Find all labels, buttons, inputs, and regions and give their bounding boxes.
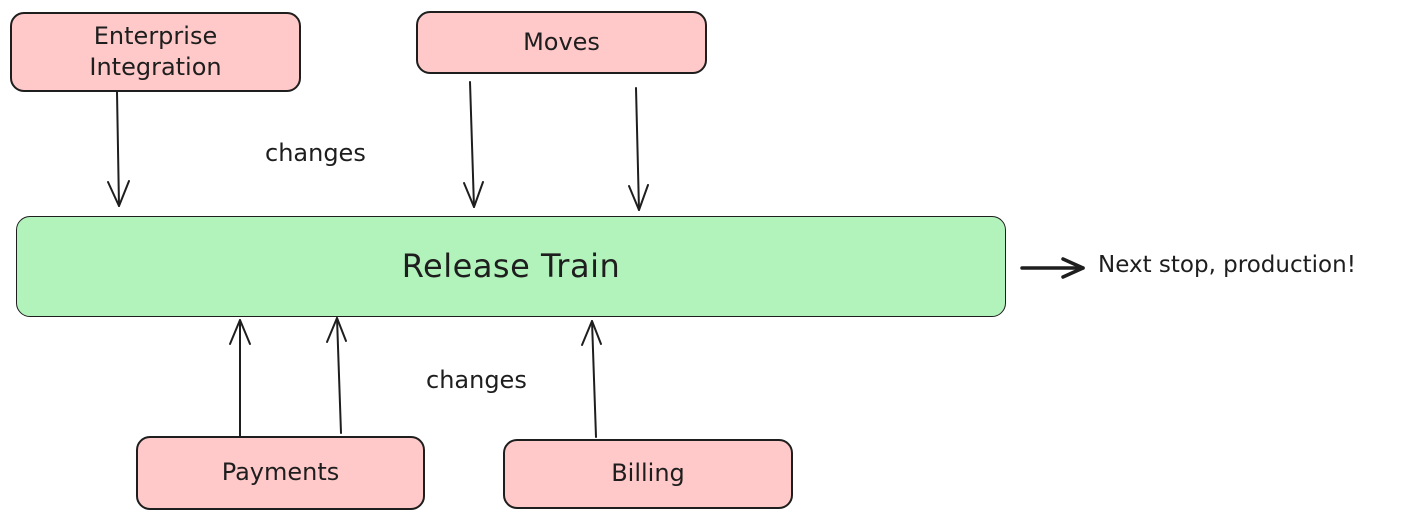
arrow-payments-right-to-train <box>326 317 347 434</box>
release-train-box: Release Train <box>16 216 1006 317</box>
release-train-label: Release Train <box>401 246 621 285</box>
destination-label: Next stop, production! <box>1098 252 1356 278</box>
team-box-moves: Moves <box>416 11 707 74</box>
arrow-enterprise-integration-to-train <box>107 91 130 207</box>
team-box-payments: Payments <box>136 436 425 510</box>
team-label-moves: Moves <box>523 27 600 56</box>
arrow-train-to-production <box>1020 257 1085 279</box>
team-box-enterprise-integration: Enterprise Integration <box>10 12 301 92</box>
arrow-payments-left-to-train <box>229 319 251 437</box>
team-label-enterprise-integration: Enterprise Integration <box>89 21 222 81</box>
arrow-moves-left-to-train <box>463 81 484 208</box>
team-label-billing: Billing <box>611 459 685 488</box>
edge-label-changes-bottom: changes <box>426 366 527 394</box>
team-box-billing: Billing <box>503 439 793 509</box>
arrow-billing-to-train <box>581 320 602 438</box>
team-label-payments: Payments <box>221 458 340 487</box>
edge-label-changes-top: changes <box>265 139 366 167</box>
arrow-moves-right-to-train <box>628 87 649 211</box>
